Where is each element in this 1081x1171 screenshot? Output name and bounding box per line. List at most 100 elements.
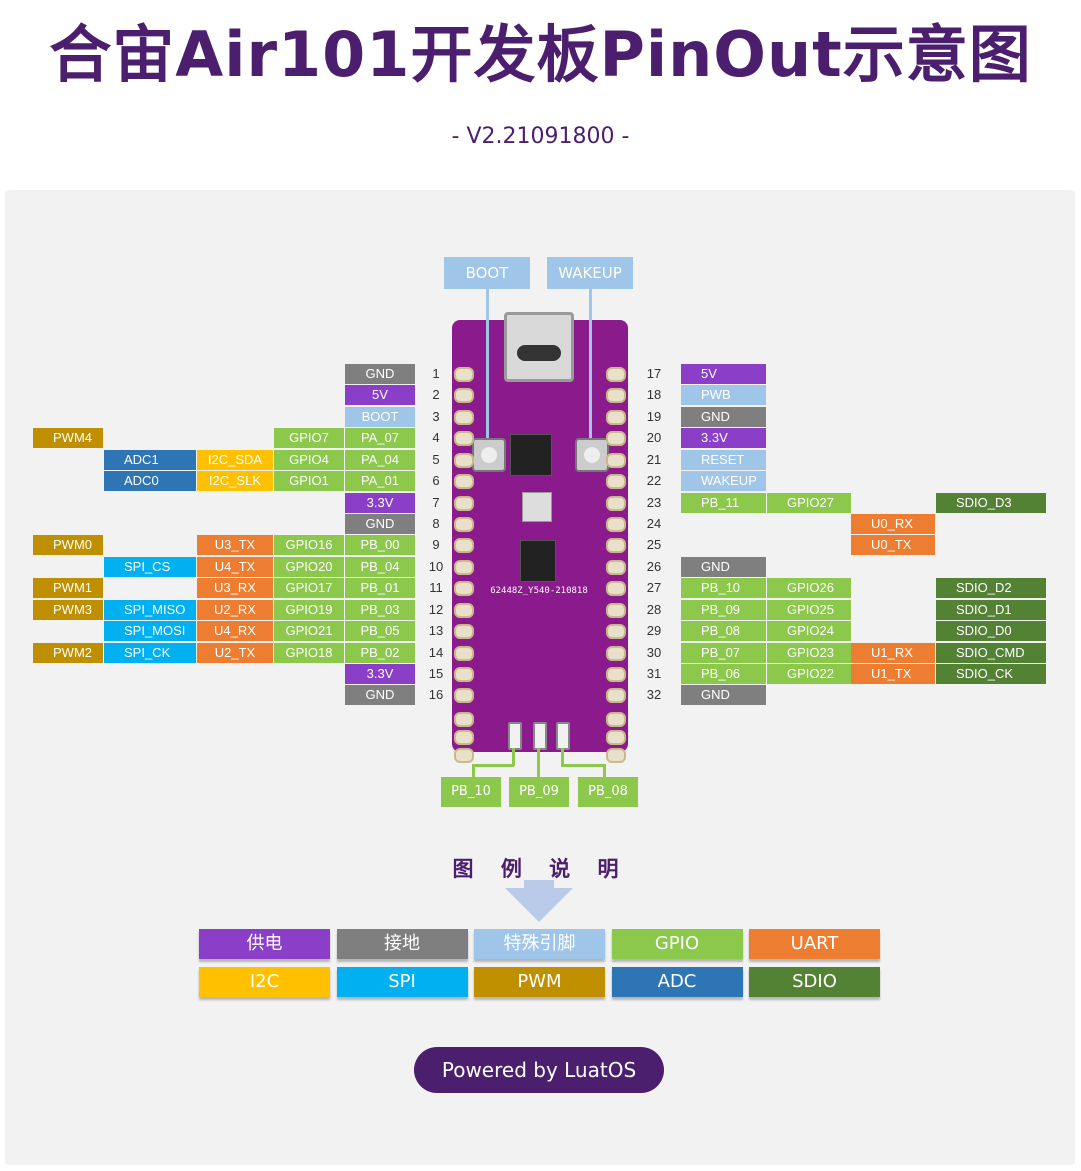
- pin-number: 13: [428, 623, 444, 638]
- pin-pad: [454, 538, 474, 553]
- legend-item-pwm: PWM: [474, 967, 605, 997]
- pin-label-gpio: PB_00: [345, 535, 415, 555]
- pin-label-sdio: SDIO_CK: [936, 664, 1046, 684]
- pin-label-gpio: GPIO16: [274, 535, 344, 555]
- pin-pad: [454, 496, 474, 511]
- pin-pad: [606, 646, 626, 661]
- pin-number: 12: [428, 602, 444, 617]
- pin-label-uart: U3_TX: [197, 535, 273, 555]
- led-leader-line: [472, 764, 475, 778]
- pin-number: 22: [646, 473, 662, 488]
- powered-by-badge: Powered by LuatOS: [414, 1047, 664, 1093]
- pin-label-gpio: GPIO21: [274, 621, 344, 641]
- pin-label-gpio: PB_11: [681, 493, 766, 513]
- pin-number: 31: [646, 666, 662, 681]
- pin-pad: [606, 517, 626, 532]
- pin-label-gpio: PB_10: [681, 578, 766, 598]
- pin-label-power: 3.3V: [345, 664, 415, 684]
- version-label: - V2.21091800 -: [451, 124, 630, 149]
- pin-pad: [454, 560, 474, 575]
- pin-label-sdio: SDIO_D0: [936, 621, 1046, 641]
- legend-item-sdio: SDIO: [749, 967, 880, 997]
- pin-label-spi: SPI_MOSI: [104, 621, 196, 641]
- pin-label-gpio: GPIO20: [274, 557, 344, 577]
- pin-label-spi: SPI_MISO: [104, 600, 196, 620]
- boot-leader-line: [486, 289, 489, 439]
- pin-label-gnd: GND: [345, 514, 415, 534]
- pin-pad: [454, 688, 474, 703]
- pin-label-gpio: PB_09: [681, 600, 766, 620]
- legend-item-spi: SPI: [336, 967, 468, 997]
- led-leader-line: [537, 748, 540, 778]
- led-leader-line: [512, 748, 515, 766]
- pin-number: 32: [646, 687, 662, 702]
- pin-label-gpio: PB_06: [681, 664, 766, 684]
- usb-c-connector: [504, 312, 574, 382]
- pin-label-gpio: PB_04: [345, 557, 415, 577]
- legend-item-i2c: I2C: [199, 967, 330, 997]
- pin-label-gpio: PB_08: [681, 621, 766, 641]
- pin-label-gpio: GPIO18: [274, 643, 344, 663]
- pin-label-spi: SPI_CK: [104, 643, 196, 663]
- pin-pad: [606, 367, 626, 382]
- legend-item-gpio: GPIO: [611, 929, 743, 959]
- led-pb09-icon: [533, 722, 547, 750]
- led-leader-line: [561, 748, 564, 766]
- pin-label-special: BOOT: [345, 407, 415, 427]
- pin-pad: [606, 712, 626, 727]
- pin-pad: [606, 410, 626, 425]
- pin-number: 11: [429, 580, 443, 595]
- pin-label-gpio: PB_07: [681, 643, 766, 663]
- led-leader-line: [603, 764, 606, 778]
- pin-label-uart: U1_RX: [851, 643, 935, 663]
- led-label-pb08: PB_08: [578, 777, 638, 807]
- pin-label-gpio: PB_01: [345, 578, 415, 598]
- pin-label-spi: SPI_CS: [104, 557, 196, 577]
- pin-number: 6: [432, 473, 440, 488]
- pin-label-uart: U3_RX: [197, 578, 273, 598]
- pin-label-gnd: GND: [681, 407, 766, 427]
- pin-pad: [606, 474, 626, 489]
- pin-pad: [454, 667, 474, 682]
- pin-label-uart: U0_TX: [851, 535, 935, 555]
- pin-label-gpio: PA_07: [345, 428, 415, 448]
- pin-label-gpio: GPIO7: [274, 428, 344, 448]
- pin-label-uart: U2_TX: [197, 643, 273, 663]
- pin-label-pwm: PWM4: [33, 428, 103, 448]
- pin-label-uart: U0_RX: [851, 514, 935, 534]
- wakeup-leader-line: [589, 289, 592, 439]
- boot-button-icon: [472, 438, 506, 472]
- pin-number: 30: [646, 645, 662, 660]
- page-title: 合宙Air101开发板PinOut示意图: [49, 18, 1032, 91]
- legend-item-uart: UART: [749, 929, 880, 959]
- pin-label-gpio: GPIO26: [767, 578, 851, 598]
- pin-label-gpio: GPIO19: [274, 600, 344, 620]
- pin-pad: [454, 410, 474, 425]
- legend-item-special: 特殊引脚: [474, 929, 605, 959]
- pin-number: 29: [646, 623, 662, 638]
- pin-label-gpio: PA_04: [345, 450, 415, 470]
- led-label-pb09: PB_09: [509, 777, 569, 807]
- pin-label-sdio: SDIO_CMD: [936, 643, 1046, 663]
- pin-number: 26: [646, 559, 662, 574]
- pin-pad: [606, 667, 626, 682]
- pin-label-gpio: GPIO27: [767, 493, 851, 513]
- pin-label-gpio: GPIO1: [274, 471, 344, 491]
- pin-label-power: 5V: [681, 364, 766, 384]
- led-pb08-icon: [556, 722, 570, 750]
- pin-pad: [606, 603, 626, 618]
- pin-number: 23: [646, 495, 662, 510]
- pin-label-pwm: PWM2: [33, 643, 103, 663]
- pin-label-special: WAKEUP: [681, 471, 766, 491]
- pin-label-adc: ADC1: [104, 450, 196, 470]
- pin-pad: [606, 688, 626, 703]
- pin-number: 24: [646, 516, 662, 531]
- wakeup-label: WAKEUP: [547, 257, 633, 289]
- pin-label-sdio: SDIO_D1: [936, 600, 1046, 620]
- led-pb10-icon: [508, 722, 522, 750]
- legend-item-adc: ADC: [611, 967, 743, 997]
- pin-label-pwm: PWM1: [33, 578, 103, 598]
- legend-item-gnd: 接地: [336, 929, 468, 959]
- pin-number: 3: [432, 409, 440, 424]
- pin-label-uart: U4_RX: [197, 621, 273, 641]
